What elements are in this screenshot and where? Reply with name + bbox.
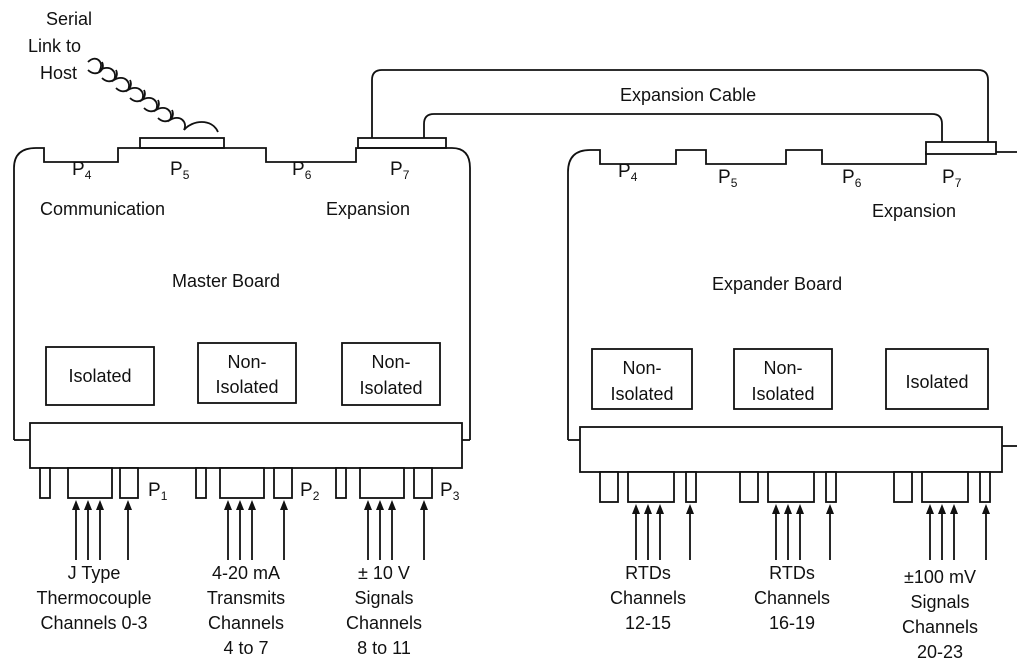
input-arrow-head <box>982 504 990 514</box>
master-input-2-line1: 4-20 mA <box>212 563 280 583</box>
expansion-cable-label: Expansion Cable <box>620 85 756 105</box>
input-arrow-head <box>772 504 780 514</box>
master-input-labels: J Type Thermocouple Channels 0-3 4-20 mA… <box>36 563 422 658</box>
input-arrow-head <box>376 500 384 510</box>
expander-board-title: Expander Board <box>712 274 842 294</box>
master-module-1-line1: Isolated <box>68 366 131 386</box>
input-arrow-head <box>784 504 792 514</box>
master-input-3-line3: Channels <box>346 613 422 633</box>
input-arrow-head <box>96 500 104 510</box>
master-module-3-line1: Non- <box>371 352 410 372</box>
input-arrow-head <box>280 500 288 510</box>
input-arrow-head <box>388 500 396 510</box>
expander-input-3-line4: 20-23 <box>917 642 963 662</box>
input-arrow-head <box>926 504 934 514</box>
expander-module-1 <box>591 348 693 410</box>
master-input-1-line2: Thermocouple <box>36 588 151 608</box>
expander-module-3-line1: Isolated <box>905 372 968 392</box>
master-port-p5: P5 <box>170 159 190 182</box>
input-arrow-head <box>420 500 428 510</box>
expander-board: P4 P5 P6 P7 Expansion Expander Board Non… <box>567 141 1017 503</box>
expander-module-3 <box>885 348 989 410</box>
input-arrow-head <box>796 504 804 514</box>
input-arrows <box>72 500 990 560</box>
expander-input-1-line2: Channels <box>610 588 686 608</box>
master-input-2-line3: Channels <box>208 613 284 633</box>
master-module-3-line2: Isolated <box>359 378 422 398</box>
expander-module-2 <box>733 348 833 410</box>
master-input-1-line1: J Type <box>68 563 121 583</box>
master-input-2-line4: 4 to 7 <box>223 638 268 658</box>
master-communication-label: Communication <box>40 199 165 219</box>
expander-input-2-line2: Channels <box>754 588 830 608</box>
master-port-p7: P7 <box>390 159 410 182</box>
input-arrow-head <box>938 504 946 514</box>
expander-port-p5: P5 <box>718 167 738 190</box>
expander-port-p6: P6 <box>842 167 862 190</box>
expander-input-labels: RTDs Channels 12-15 RTDs Channels 16-19 … <box>610 563 978 662</box>
master-p7-connector <box>357 137 447 149</box>
expander-module-2-line1: Non- <box>763 358 802 378</box>
master-module-2 <box>197 342 297 404</box>
expander-port-p4: P4 <box>618 161 638 184</box>
serial-link-label-2: Link to <box>28 36 81 56</box>
input-arrow-head <box>826 504 834 514</box>
input-arrow-head <box>124 500 132 510</box>
input-arrow-head <box>644 504 652 514</box>
master-port-p1: P1 <box>148 480 168 503</box>
expander-module-2-line2: Isolated <box>751 384 814 404</box>
input-arrow-head <box>248 500 256 510</box>
input-arrow-head <box>236 500 244 510</box>
master-input-2-line2: Transmits <box>207 588 285 608</box>
expander-module-1-line2: Isolated <box>610 384 673 404</box>
master-input-3-line2: Signals <box>354 588 413 608</box>
expander-p7-connector <box>925 141 997 155</box>
input-arrow-head <box>950 504 958 514</box>
expander-input-3-line2: Signals <box>910 592 969 612</box>
expander-input-1-line3: 12-15 <box>625 613 671 633</box>
input-arrow-head <box>686 504 694 514</box>
master-module-1 <box>45 346 155 406</box>
master-expansion-label: Expansion <box>326 199 410 219</box>
master-port-p4: P4 <box>72 159 92 182</box>
expander-terminal-strip <box>579 426 1003 473</box>
expansion-cable <box>371 69 989 142</box>
master-port-p3: P3 <box>440 480 460 503</box>
master-p5-connector <box>139 137 225 149</box>
master-terminal-strip <box>29 422 463 469</box>
master-input-3-line1: ± 10 V <box>358 563 410 583</box>
input-arrow-head <box>84 500 92 510</box>
expander-input-3-line1: ±100 mV <box>904 567 976 587</box>
master-board-title: Master Board <box>172 271 280 291</box>
master-module-2-line2: Isolated <box>215 377 278 397</box>
master-module-3 <box>341 342 441 406</box>
input-arrow-head <box>72 500 80 510</box>
expander-input-2-line1: RTDs <box>769 563 815 583</box>
serial-link-cable <box>87 57 219 133</box>
serial-link-label-1: Serial <box>46 9 92 29</box>
expander-input-2-line3: 16-19 <box>769 613 815 633</box>
master-port-p2: P2 <box>300 480 320 503</box>
expander-input-3-line3: Channels <box>902 617 978 637</box>
input-arrow-head <box>656 504 664 514</box>
expander-input-1-line1: RTDs <box>625 563 671 583</box>
master-port-p6: P6 <box>292 159 312 182</box>
input-arrow-head <box>632 504 640 514</box>
master-input-1-line3: Channels 0-3 <box>40 613 147 633</box>
serial-link-label-3: Host <box>40 63 77 83</box>
master-module-2-line1: Non- <box>227 352 266 372</box>
input-arrow-head <box>224 500 232 510</box>
master-board: P4 P5 P6 P7 Communication Expansion Mast… <box>13 137 471 503</box>
master-input-3-line4: 8 to 11 <box>357 638 411 658</box>
expander-port-p7: P7 <box>942 167 962 190</box>
expander-module-1-line1: Non- <box>622 358 661 378</box>
expander-expansion-label: Expansion <box>872 201 956 221</box>
input-arrow-head <box>364 500 372 510</box>
